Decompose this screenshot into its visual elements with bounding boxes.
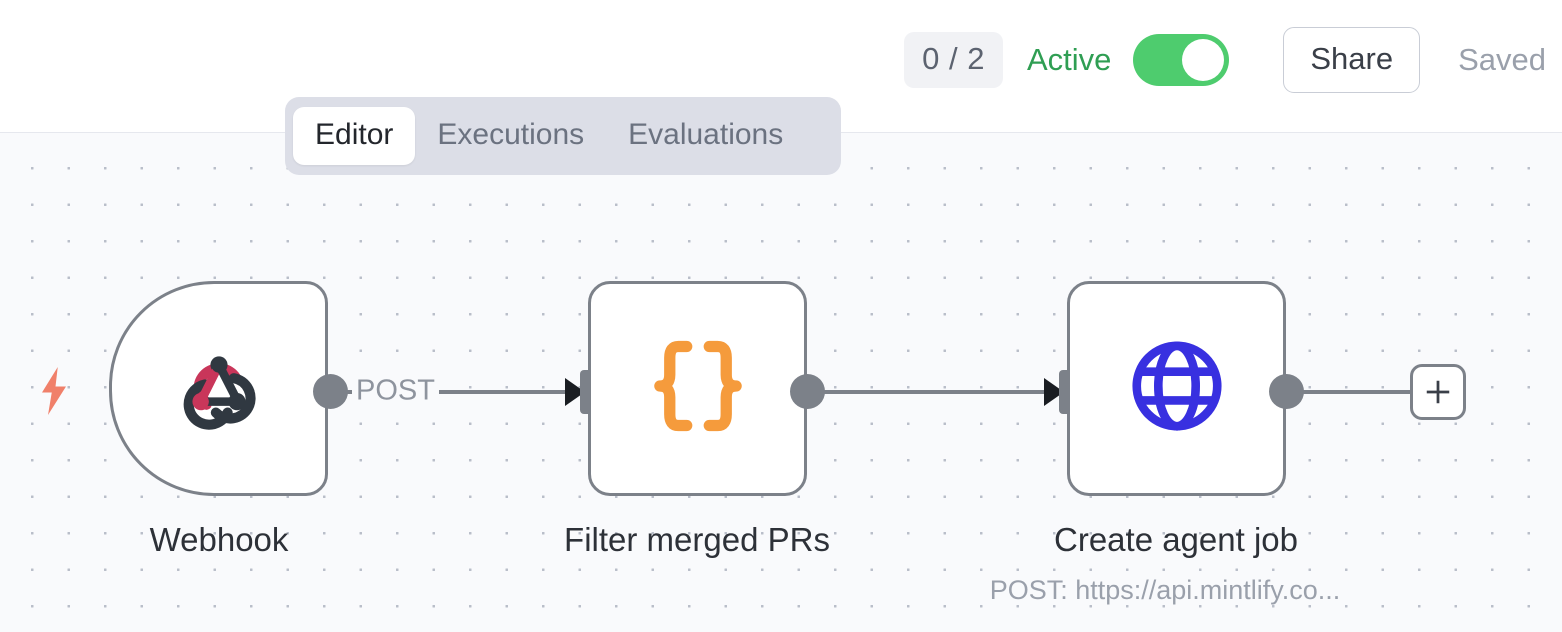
- trigger-bolt-icon: [36, 367, 72, 415]
- output-port-webhook[interactable]: [313, 374, 348, 409]
- view-tab-bar: Editor Executions Evaluations: [285, 97, 841, 175]
- node-label-filter: Filter merged PRs: [564, 521, 830, 558]
- tab-evaluations[interactable]: Evaluations: [606, 107, 805, 165]
- code-braces-icon: [652, 338, 744, 439]
- node-label-create: Create agent job: [1053, 521, 1299, 558]
- tab-executions[interactable]: Executions: [415, 107, 606, 165]
- plus-icon: [1426, 380, 1450, 404]
- header-actions: 0 / 2 Active Share Saved: [904, 0, 1562, 120]
- tab-editor[interactable]: Editor: [293, 107, 416, 165]
- globe-icon: [1131, 340, 1223, 437]
- edge-filter-to-create[interactable]: [822, 390, 1062, 394]
- workflow-canvas[interactable]: Webhook POST Filter merged PRs: [0, 133, 1562, 632]
- saved-status-label: Saved: [1458, 42, 1546, 77]
- edge-webhook-to-filter[interactable]: [345, 390, 583, 394]
- output-port-create[interactable]: [1269, 374, 1304, 409]
- node-create-agent-job[interactable]: [1067, 281, 1286, 496]
- output-port-filter[interactable]: [790, 374, 825, 409]
- node-filter-merged-prs[interactable]: [588, 281, 807, 496]
- add-node-button[interactable]: [1410, 364, 1466, 420]
- active-toggle-switch[interactable]: [1133, 34, 1230, 86]
- edge-create-to-add: [1300, 390, 1412, 394]
- toggle-knob: [1182, 39, 1225, 81]
- share-button[interactable]: Share: [1283, 27, 1421, 93]
- webhook-icon: [169, 336, 269, 441]
- node-label-webhook: Webhook: [149, 521, 289, 558]
- node-webhook[interactable]: [109, 281, 328, 496]
- active-status-label: Active: [1026, 42, 1112, 77]
- run-count-badge: 0 / 2: [904, 32, 1003, 88]
- edge-label-post: POST: [352, 374, 439, 408]
- node-sublabel-create: POST: https://api.mintlify.co...: [989, 575, 1341, 605]
